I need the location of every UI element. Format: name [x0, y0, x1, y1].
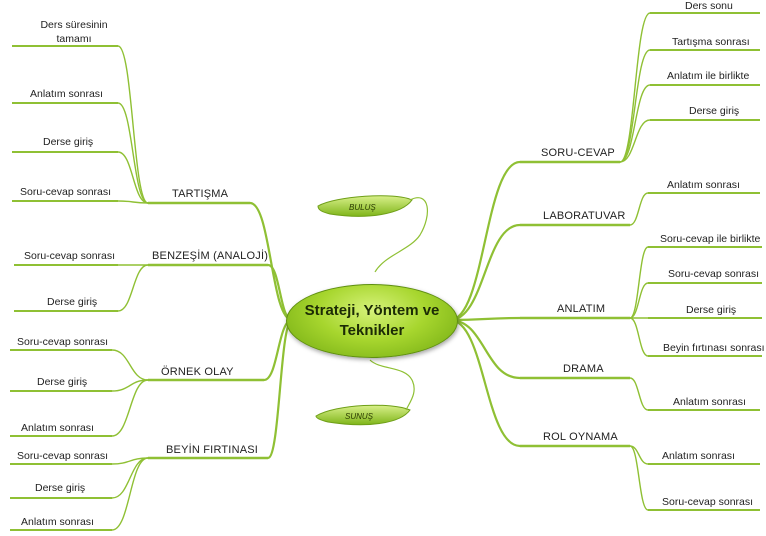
branch-laboratuvar[interactable]: LABORATUVAR [543, 210, 626, 222]
leaf-ornek-2[interactable]: Derse giriş [37, 376, 88, 388]
branch-ornek-olay[interactable]: ÖRNEK OLAY [161, 366, 234, 378]
float-label-bulus: BULUŞ [349, 203, 376, 212]
leaf-soru-2[interactable]: Tartışma sonrası [672, 36, 750, 48]
branch-drama[interactable]: DRAMA [563, 363, 604, 375]
leaf-tartisma-1[interactable]: Ders süresinin tamamı [40, 19, 108, 45]
leaf-soru-3[interactable]: Anlatım ile birlikte [667, 70, 750, 82]
leaf-anlatim-4[interactable]: Beyin fırtınası sonrası [663, 342, 765, 354]
central-node[interactable]: Strateji, Yöntem ve Teknikler [286, 284, 458, 358]
leaf-ornek-1[interactable]: Soru-cevap sonrası [17, 336, 109, 348]
leaf-beyin-1[interactable]: Soru-cevap sonrası [17, 450, 109, 462]
branch-benzesim[interactable]: BENZEŞİM (ANALOJİ) [152, 250, 269, 262]
branch-tartisma[interactable]: TARTIŞMA [172, 188, 229, 200]
branch-soru-cevap[interactable]: SORU-CEVAP [541, 147, 615, 159]
leaf-tartisma-3[interactable]: Derse giriş [43, 136, 94, 148]
leaf-bottom-shape [315, 404, 411, 426]
leaf-tartisma-2[interactable]: Anlatım sonrası [30, 88, 103, 100]
leaf-top-shape [317, 195, 413, 217]
central-node-label: Strateji, Yöntem ve Teknikler [304, 302, 440, 339]
branch-beyin-firtinasi[interactable]: BEYİN FIRTINASI [166, 444, 259, 456]
leaf-lab-1[interactable]: Anlatım sonrası [667, 179, 740, 191]
branch-rol-oynama[interactable]: ROL OYNAMA [543, 431, 618, 443]
leaf-anlatim-3[interactable]: Derse giriş [686, 304, 737, 316]
leaf-beyin-2[interactable]: Derse giriş [35, 482, 86, 494]
branch-anlatim[interactable]: ANLATIM [557, 303, 606, 315]
leaf-rol-2[interactable]: Soru-cevap sonrası [662, 496, 754, 508]
leaf-tartisma-4[interactable]: Soru-cevap sonrası [20, 186, 112, 198]
float-label-sunus: SUNUŞ [345, 412, 374, 421]
leaf-ornek-3[interactable]: Anlatım sonrası [21, 422, 94, 434]
leaf-benzesim-1[interactable]: Soru-cevap sonrası [24, 250, 116, 262]
leaf-soru-1[interactable]: Ders sonu [685, 0, 733, 12]
leaf-beyin-3[interactable]: Anlatım sonrası [21, 516, 94, 528]
leaf-benzesim-2[interactable]: Derse giriş [47, 296, 98, 308]
leaf-rol-1[interactable]: Anlatım sonrası [662, 450, 735, 462]
leaf-anlatim-2[interactable]: Soru-cevap sonrası [668, 268, 760, 280]
leaf-drama-1[interactable]: Anlatım sonrası [673, 396, 746, 408]
leaf-anlatim-1[interactable]: Soru-cevap ile birlikte [660, 233, 761, 245]
leaf-soru-4[interactable]: Derse giriş [689, 105, 740, 117]
